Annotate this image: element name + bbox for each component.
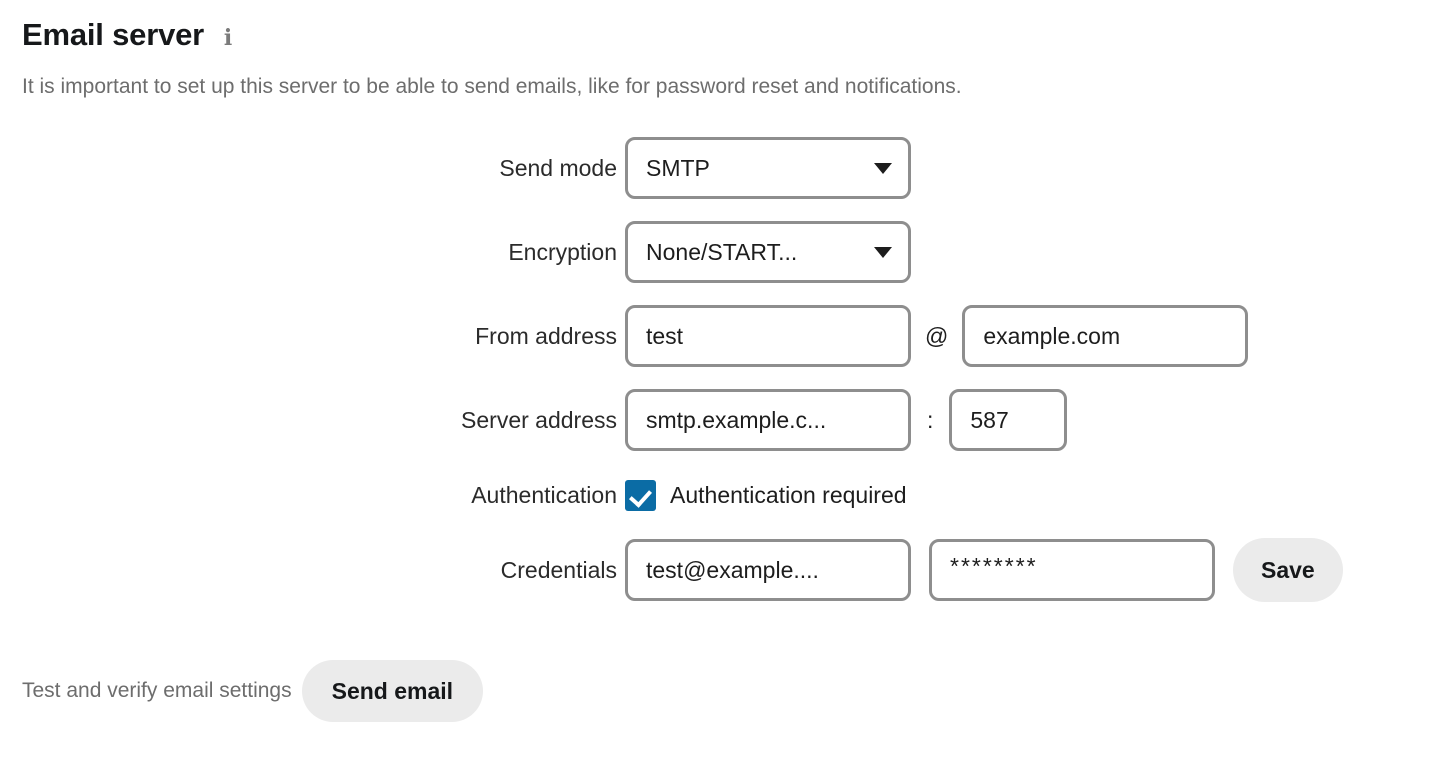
send-email-button[interactable]: Send email	[301, 660, 484, 723]
controls-encryption: None/START...	[625, 221, 911, 284]
credentials-password-input[interactable]: ********	[929, 539, 1215, 602]
from-address-domain-input[interactable]: example.com	[962, 305, 1249, 368]
test-email-label: Test and verify email settings	[22, 679, 292, 703]
from-address-local-input[interactable]: test	[625, 305, 911, 368]
label-credentials: Credentials	[500, 556, 617, 583]
checkbox-checked-icon[interactable]	[625, 479, 656, 511]
controls-from-address: test @ example.com	[625, 305, 1249, 368]
send-mode-select[interactable]: SMTP	[625, 137, 911, 200]
label-server-address: Server address	[461, 406, 617, 433]
form-row-from-address: From address test @ example.com	[0, 294, 1448, 378]
form-row-encryption: Encryption None/START...	[0, 210, 1448, 294]
form-row-authentication: Authentication Authentication required	[0, 462, 1448, 528]
label-send-mode: Send mode	[499, 154, 617, 181]
page-description: It is important to set up this server to…	[22, 75, 962, 99]
label-from-address: From address	[475, 322, 617, 349]
send-mode-value: SMTP	[646, 154, 710, 181]
credentials-password-value: ********	[950, 552, 1038, 579]
at-separator: @	[925, 322, 949, 349]
page-header: Email server i	[0, 0, 1448, 52]
info-icon[interactable]: i	[223, 25, 233, 52]
form-row-credentials: Credentials test@example.... ******** Sa…	[0, 528, 1448, 612]
save-button[interactable]: Save	[1233, 538, 1343, 603]
controls-send-mode: SMTP	[625, 137, 911, 200]
authentication-required-label: Authentication required	[670, 481, 907, 508]
label-encryption: Encryption	[508, 238, 617, 265]
controls-credentials: test@example.... ******** Save	[625, 538, 1343, 603]
server-port-input[interactable]: 587	[949, 389, 1068, 452]
controls-server-address: smtp.example.c... : 587	[625, 389, 1068, 452]
authentication-required-checkbox[interactable]: Authentication required	[625, 479, 907, 511]
email-server-form: Send mode SMTP Encryption None/START... …	[0, 126, 1448, 612]
chevron-down-icon	[874, 246, 892, 258]
colon-separator: :	[927, 406, 934, 433]
credentials-username-input[interactable]: test@example....	[625, 539, 911, 602]
form-row-server-address: Server address smtp.example.c... : 587	[0, 378, 1448, 462]
encryption-select[interactable]: None/START...	[625, 221, 911, 284]
controls-authentication: Authentication required	[625, 479, 907, 511]
encryption-value: None/START...	[646, 238, 798, 265]
server-address-value: smtp.example.c...	[646, 406, 827, 433]
server-port-value: 587	[970, 406, 1009, 433]
form-row-send-mode: Send mode SMTP	[0, 126, 1448, 210]
from-address-local-value: test	[646, 322, 684, 349]
page-title: Email server	[22, 17, 205, 52]
server-address-input[interactable]: smtp.example.c...	[625, 389, 911, 452]
test-email-footer: Test and verify email settings Send emai…	[0, 660, 1448, 723]
chevron-down-icon	[874, 162, 892, 174]
label-authentication: Authentication	[471, 481, 617, 508]
from-address-domain-value: example.com	[983, 322, 1121, 349]
credentials-username-value: test@example....	[646, 556, 819, 583]
